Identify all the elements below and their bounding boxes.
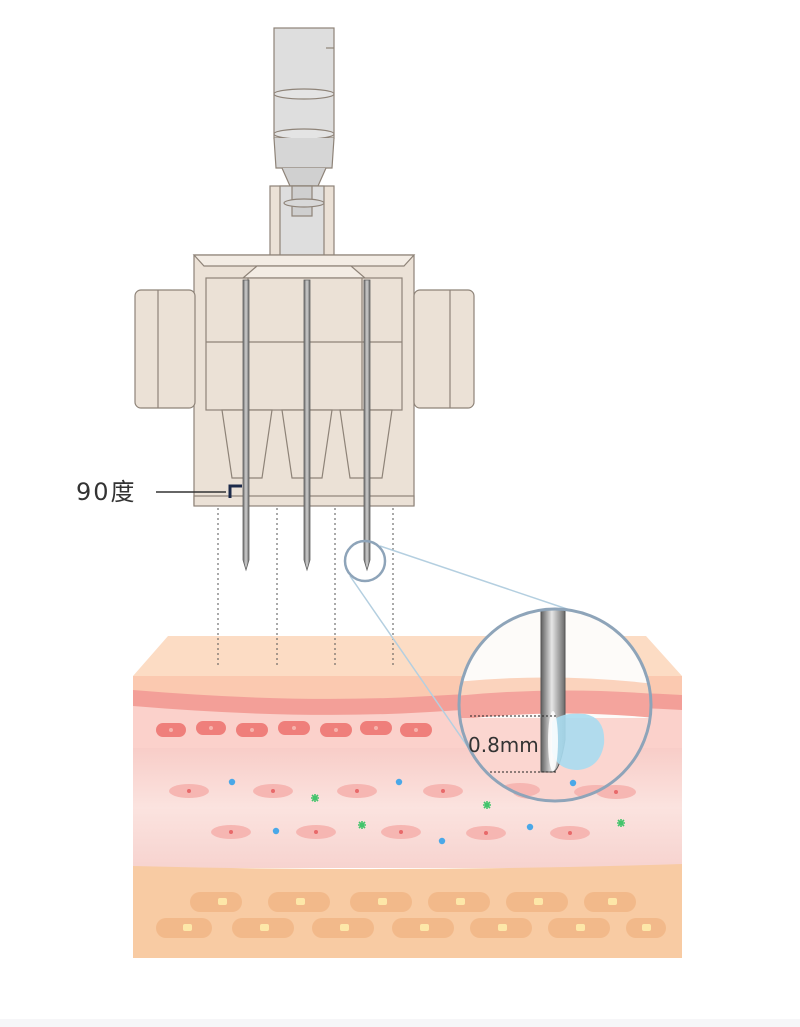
- alignment-guides: [217, 508, 394, 668]
- needle-2: [303, 279, 311, 572]
- magnifier-lens: 0.8mm: [343, 539, 653, 803]
- green-star-particles: [311, 794, 625, 829]
- needles: [242, 279, 371, 572]
- left-wing: [134, 289, 196, 409]
- focus-circle: [343, 539, 387, 583]
- lens-ring: [457, 607, 653, 803]
- syringe-barrel: [273, 27, 335, 139]
- right-angle-marker: [156, 484, 242, 498]
- angle-label: 90度: [76, 478, 137, 506]
- fluid-droplet: [552, 713, 605, 770]
- right-wing: [413, 289, 475, 409]
- needle-1: [242, 279, 250, 572]
- depth-label: 0.8mm: [468, 733, 539, 757]
- footer-strip: [0, 1019, 800, 1027]
- needle-3: [363, 279, 371, 572]
- fat-cells: [156, 892, 666, 938]
